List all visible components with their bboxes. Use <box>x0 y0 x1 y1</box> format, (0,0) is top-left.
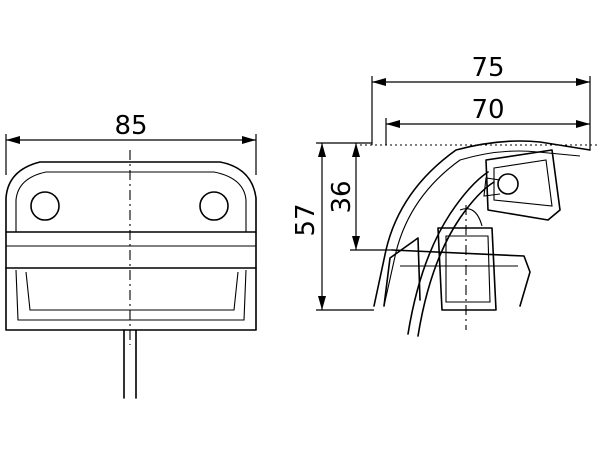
side-view <box>360 140 600 337</box>
dimension-label-75: 75 <box>471 53 504 83</box>
dimension-75: 75 <box>371 53 591 150</box>
dimension-57: 57 <box>291 142 374 311</box>
dimension-85: 85 <box>5 111 257 175</box>
dimension-36: 36 <box>327 143 392 251</box>
dimension-label-85: 85 <box>114 111 147 141</box>
dimension-label-70: 70 <box>471 95 504 125</box>
dimension-label-57: 57 <box>291 203 321 236</box>
front-view <box>5 150 257 399</box>
dimension-label-36: 36 <box>327 180 357 213</box>
dimension-70: 70 <box>385 95 590 145</box>
